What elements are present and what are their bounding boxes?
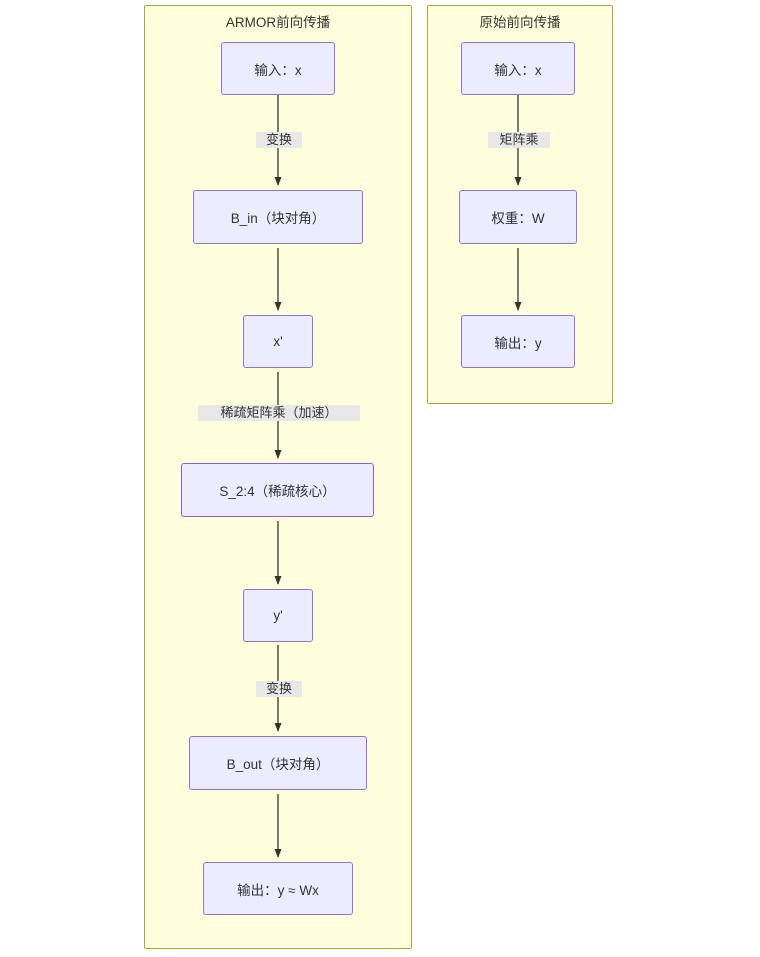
node-armor-y-prime[interactable]: y' <box>243 589 313 642</box>
node-armor-input[interactable]: 输入：x <box>221 42 335 95</box>
edge-label-orig-matmul: 矩阵乘 <box>488 132 550 148</box>
node-armor-b-out[interactable]: B_out（块对角） <box>189 736 367 790</box>
node-armor-b-in[interactable]: B_in（块对角） <box>193 190 363 244</box>
node-orig-weight[interactable]: 权重：W <box>459 190 577 244</box>
node-armor-x-prime[interactable]: x' <box>243 315 313 368</box>
edge-label-armor-transform-out: 变换 <box>256 681 302 697</box>
edge-label-armor-transform-in: 变换 <box>256 132 302 148</box>
subgraph-armor-title: ARMOR前向传播 <box>225 15 331 30</box>
node-armor-output[interactable]: 输出：y ≈ Wx <box>203 862 353 915</box>
node-orig-output[interactable]: 输出：y <box>461 315 575 368</box>
node-armor-s24-sparse-core[interactable]: S_2:4（稀疏核心） <box>181 463 374 517</box>
subgraph-original-title: 原始前向传播 <box>479 15 561 30</box>
edge-label-armor-sparse-matmul: 稀疏矩阵乘（加速） <box>198 405 360 421</box>
node-orig-input[interactable]: 输入：x <box>461 42 575 95</box>
